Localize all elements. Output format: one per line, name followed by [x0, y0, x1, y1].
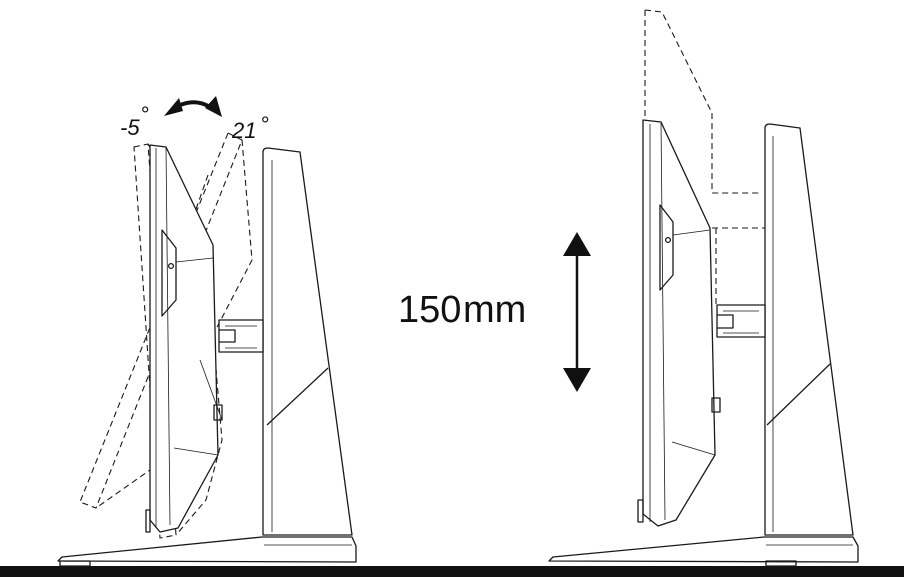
- tilt-arrow: [164, 96, 222, 117]
- tilt-min-degree: °: [140, 102, 149, 127]
- tilt-max-degree: °: [260, 112, 269, 137]
- height-ghost-raised: [644, 9, 765, 305]
- tilt-stand-column: [262, 147, 353, 536]
- tilt-base: [57, 536, 357, 567]
- floor-band: [0, 566, 904, 577]
- height-view: [548, 9, 859, 567]
- height-base: [548, 536, 859, 567]
- height-unit-label: mm: [463, 289, 526, 331]
- tilt-view: [57, 96, 357, 567]
- tilt-monitor: [145, 144, 223, 533]
- tilt-min-label: -5: [120, 115, 140, 140]
- height-hinge-bracket: [716, 304, 766, 338]
- height-arrow: [563, 232, 591, 392]
- height-value-label: 150: [398, 289, 461, 331]
- height-stand-column: [764, 123, 854, 536]
- tilt-hinge-bracket: [218, 319, 264, 353]
- tilt-max-label: 21: [231, 118, 256, 143]
- height-monitor: [637, 119, 721, 527]
